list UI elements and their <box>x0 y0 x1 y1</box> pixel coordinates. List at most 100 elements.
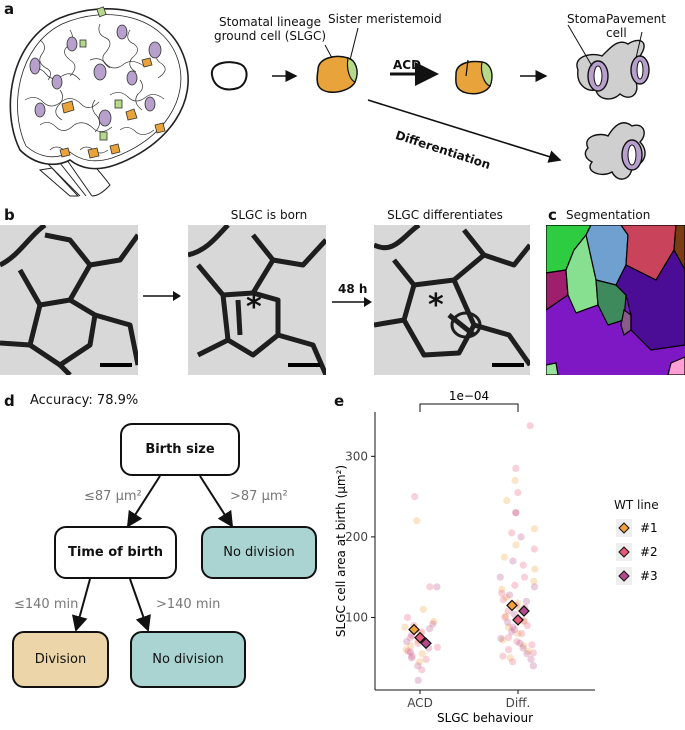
data-point <box>404 647 412 655</box>
acd-label: ACD <box>393 58 422 72</box>
data-point <box>519 644 527 652</box>
data-point <box>499 652 507 660</box>
pavement-cell-label: Pavement cell <box>606 12 666 40</box>
data-point <box>524 647 532 655</box>
data-point <box>531 565 539 573</box>
x-tick-label: Diff. <box>506 696 531 710</box>
data-point <box>425 625 434 633</box>
split-right-time: >140 min <box>156 597 221 612</box>
slgc-differentiates-title: SLGC differentiates <box>387 208 503 222</box>
data-point <box>510 625 519 634</box>
data-point <box>406 634 414 642</box>
data-point <box>512 541 520 549</box>
micrograph-3 <box>374 225 530 375</box>
split-right-size: >87 μm² <box>230 489 288 504</box>
data-point <box>517 533 525 541</box>
data-point <box>514 488 522 497</box>
panel-e-label: e <box>334 392 345 410</box>
data-point <box>414 676 422 684</box>
time-label: 48 h <box>338 282 368 296</box>
panel-c-label: c <box>548 206 557 224</box>
significance-bracket <box>419 403 519 412</box>
data-point <box>401 623 409 631</box>
micrograph-2 <box>188 225 326 375</box>
data-point <box>413 517 421 525</box>
split-left-size: ≤87 μm² <box>84 489 142 504</box>
data-point <box>526 422 534 430</box>
data-point <box>511 476 519 485</box>
ground-cell-shape <box>210 61 248 91</box>
data-point <box>418 650 426 658</box>
y-tick-label: 200 <box>345 530 368 544</box>
leaf-division: Division <box>12 631 109 688</box>
data-point <box>502 593 510 601</box>
panel-b-label: b <box>4 206 15 224</box>
leaf-illustration <box>9 6 189 197</box>
mean-marker <box>414 631 426 644</box>
stoma-label: Stoma <box>567 12 606 26</box>
mean-marker <box>518 605 530 617</box>
data-point <box>508 628 516 636</box>
accuracy-text: Accuracy: 78.9% <box>30 393 139 408</box>
data-point <box>520 642 528 650</box>
data-point <box>501 613 509 622</box>
data-point <box>509 623 517 631</box>
data-point <box>530 583 539 591</box>
data-point <box>530 525 539 533</box>
sister-meristemoid-label: Sister meristemoid <box>328 12 442 26</box>
p-value-label: 1e−04 <box>449 390 489 403</box>
data-point <box>530 577 538 585</box>
slgc-label: Stomatal lineage ground cell (SLGC) <box>213 15 327 43</box>
y-tick-label: 100 <box>345 610 368 624</box>
data-point <box>516 639 524 647</box>
scale-bar <box>100 363 132 367</box>
data-point <box>509 658 517 666</box>
micrograph-1 <box>0 225 138 375</box>
data-point <box>414 662 422 670</box>
arrow-b2 <box>332 296 372 311</box>
data-point <box>504 623 513 631</box>
data-point <box>407 654 416 662</box>
decision-tree-edges <box>71 475 234 632</box>
x-axis-label: SLGC behaviour <box>437 711 533 725</box>
data-point <box>403 613 412 622</box>
panel-d-label: d <box>4 392 15 410</box>
mean-marker <box>420 637 432 650</box>
data-point <box>519 561 527 569</box>
lineage-diagram <box>210 24 650 180</box>
data-point <box>419 605 427 614</box>
mean-marker <box>512 614 524 626</box>
slgc-born-title: SLGC is born <box>230 208 308 222</box>
arrow-b1 <box>143 290 181 305</box>
data-point <box>430 617 438 626</box>
split-left-time: ≤140 min <box>14 597 79 612</box>
panel-a-label: a <box>4 0 15 18</box>
legend-diamond <box>618 546 630 558</box>
legend-label: #3 <box>640 569 658 583</box>
data-point <box>512 509 520 517</box>
data-point <box>511 581 519 589</box>
data-point <box>504 634 513 642</box>
data-point <box>498 585 506 593</box>
data-point <box>426 583 434 591</box>
data-point <box>499 636 507 644</box>
data-point <box>504 646 513 654</box>
data-point <box>522 597 531 605</box>
data-point <box>513 638 521 646</box>
data-point <box>527 655 535 663</box>
data-point <box>406 648 415 656</box>
data-point <box>416 658 424 666</box>
legend-diamond <box>618 522 630 534</box>
data-point <box>502 612 510 620</box>
data-point <box>523 650 531 658</box>
segmentation-map <box>546 225 685 375</box>
data-point <box>503 497 511 505</box>
data-point <box>530 545 538 553</box>
data-point <box>408 652 416 660</box>
leaf-no-division: No division <box>130 631 246 688</box>
data-point <box>520 573 529 581</box>
legend-label: #1 <box>640 521 658 535</box>
data-point <box>411 493 419 501</box>
data-point <box>504 618 512 626</box>
